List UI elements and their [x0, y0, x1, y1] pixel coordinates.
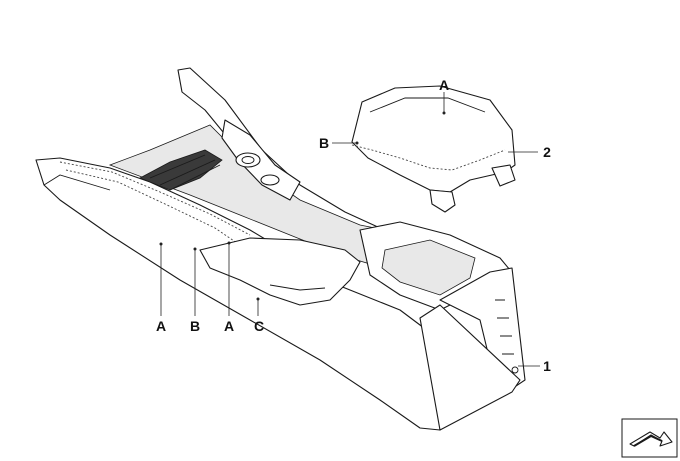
label-part-1: 1	[543, 358, 551, 374]
label-armrest-b: B	[319, 135, 329, 151]
center-console	[35, 67, 526, 431]
armrest-lid	[351, 85, 516, 213]
angled-arrow-icon	[629, 431, 673, 447]
leader-lines	[159, 92, 540, 367]
label-left-a: A	[156, 318, 166, 334]
label-mid-a: A	[224, 318, 234, 334]
label-part-2: 2	[543, 144, 551, 160]
nav-arrow-box[interactable]	[621, 418, 678, 458]
callout-labels: A B 2 A B A C 1	[156, 77, 551, 374]
label-left-b: B	[190, 318, 200, 334]
label-mid-c: C	[254, 318, 264, 334]
label-armrest-a: A	[439, 77, 449, 93]
